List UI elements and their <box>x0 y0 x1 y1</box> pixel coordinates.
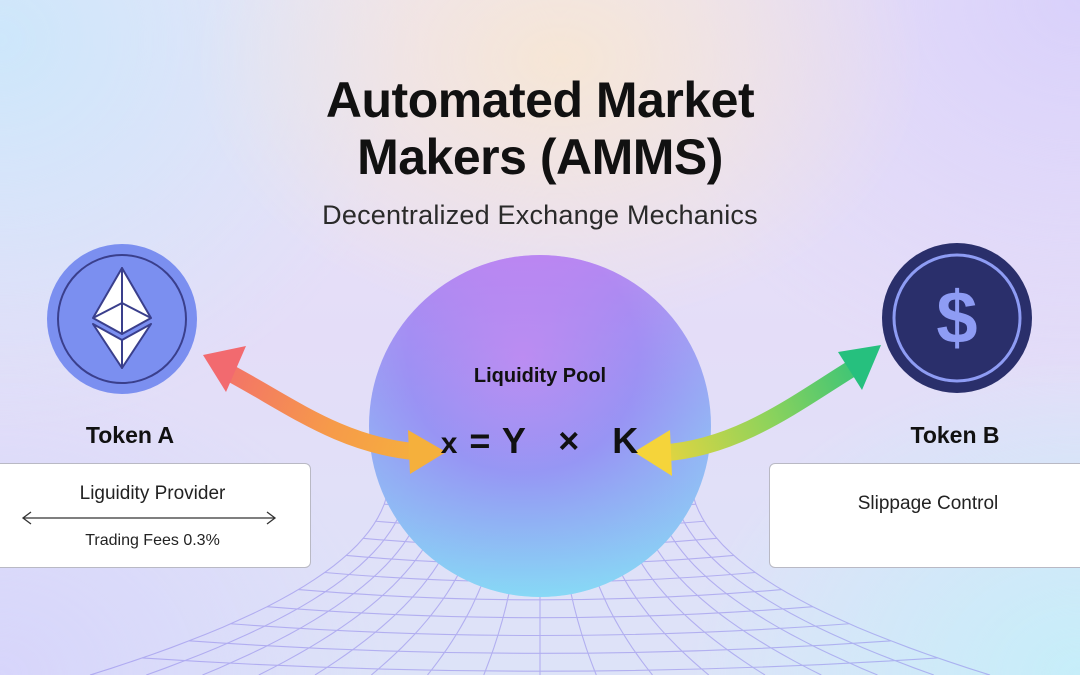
trading-fees-label: Trading Fees 0.3% <box>85 532 220 549</box>
token-b-coin <box>882 243 1032 393</box>
liquidity-pool-shade <box>369 255 711 597</box>
token-a-coin <box>47 244 197 394</box>
formula-equals: = <box>469 420 492 461</box>
token-b-label: Token B <box>910 422 1000 448</box>
page-title-line-2: Makers (AMMS) <box>357 129 723 185</box>
formula-x: x <box>440 427 459 460</box>
slippage-control-label: Slippage Control <box>857 493 999 514</box>
liquidity-provider-card: Liguidity Provider Trading Fees 0.3% <box>0 463 311 568</box>
formula-k: K <box>612 420 640 461</box>
constant-product-formula: x = Y × K <box>390 420 690 462</box>
liquidity-provider-label: Liguidity Provider <box>79 483 226 504</box>
page-title: Automated Market Makers (AMMS) <box>240 72 840 186</box>
mesh-column-line <box>689 469 991 675</box>
page-title-line-1: Automated Market <box>325 72 755 128</box>
slippage-control-card: Slippage Control <box>769 463 1080 568</box>
dollar-icon: $ <box>936 276 978 359</box>
page-subtitle: Decentralized Exchange Mechanics <box>322 200 758 230</box>
liquidity-pool-label: Liquidity Pool <box>473 365 607 387</box>
formula-y: Y <box>501 420 527 461</box>
ethereum-icon <box>92 267 152 369</box>
mesh-column-line <box>89 469 391 675</box>
formula-times: × <box>558 420 581 461</box>
token-b-exchange-arrow <box>634 345 881 476</box>
token-a-label: Token A <box>85 422 175 448</box>
token-a-exchange-arrow <box>203 346 446 474</box>
double-arrow-icon <box>21 511 277 525</box>
